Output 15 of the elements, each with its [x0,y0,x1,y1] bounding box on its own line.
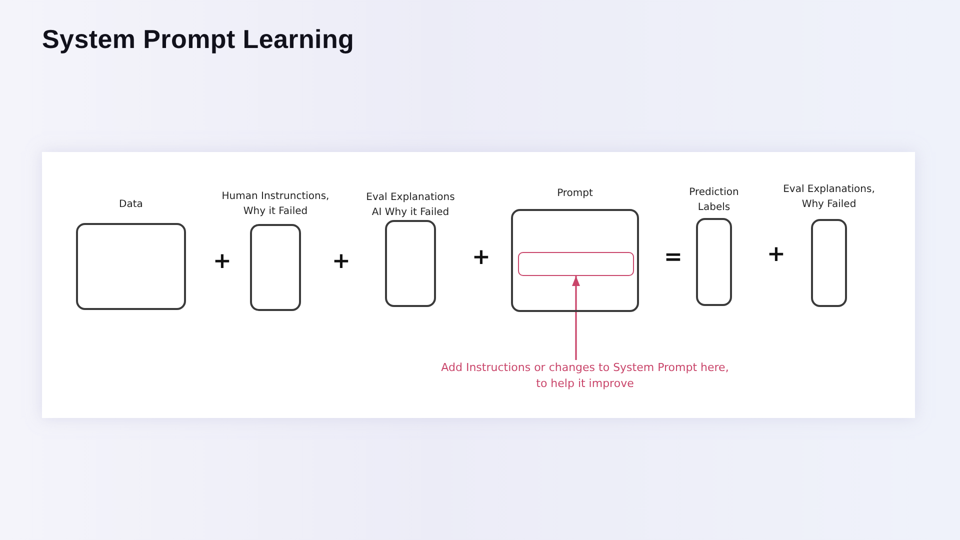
box-heading: Prompt [556,187,594,201]
box-heading: Eval Explanations AI Why it Failed [365,191,456,220]
equals-sign: = [664,247,682,269]
box-heading: Eval Explanations, Why Failed [782,183,876,212]
slide-title: System Prompt Learning [42,24,354,55]
box-heading: Human Instrunctions, Why it Failed [220,190,330,219]
arrow [572,276,580,360]
annotation-text: Add Instructions or changes to System Prompt here, to help it improve [435,360,735,392]
plus-sign: + [332,251,350,273]
plus-sign: + [213,251,232,273]
box-heading: Prediction Labels [688,186,740,215]
box-heading: Data [118,198,144,212]
plus-sign: + [472,247,490,269]
highlight-box [518,252,634,276]
plus-sign: + [767,244,786,266]
